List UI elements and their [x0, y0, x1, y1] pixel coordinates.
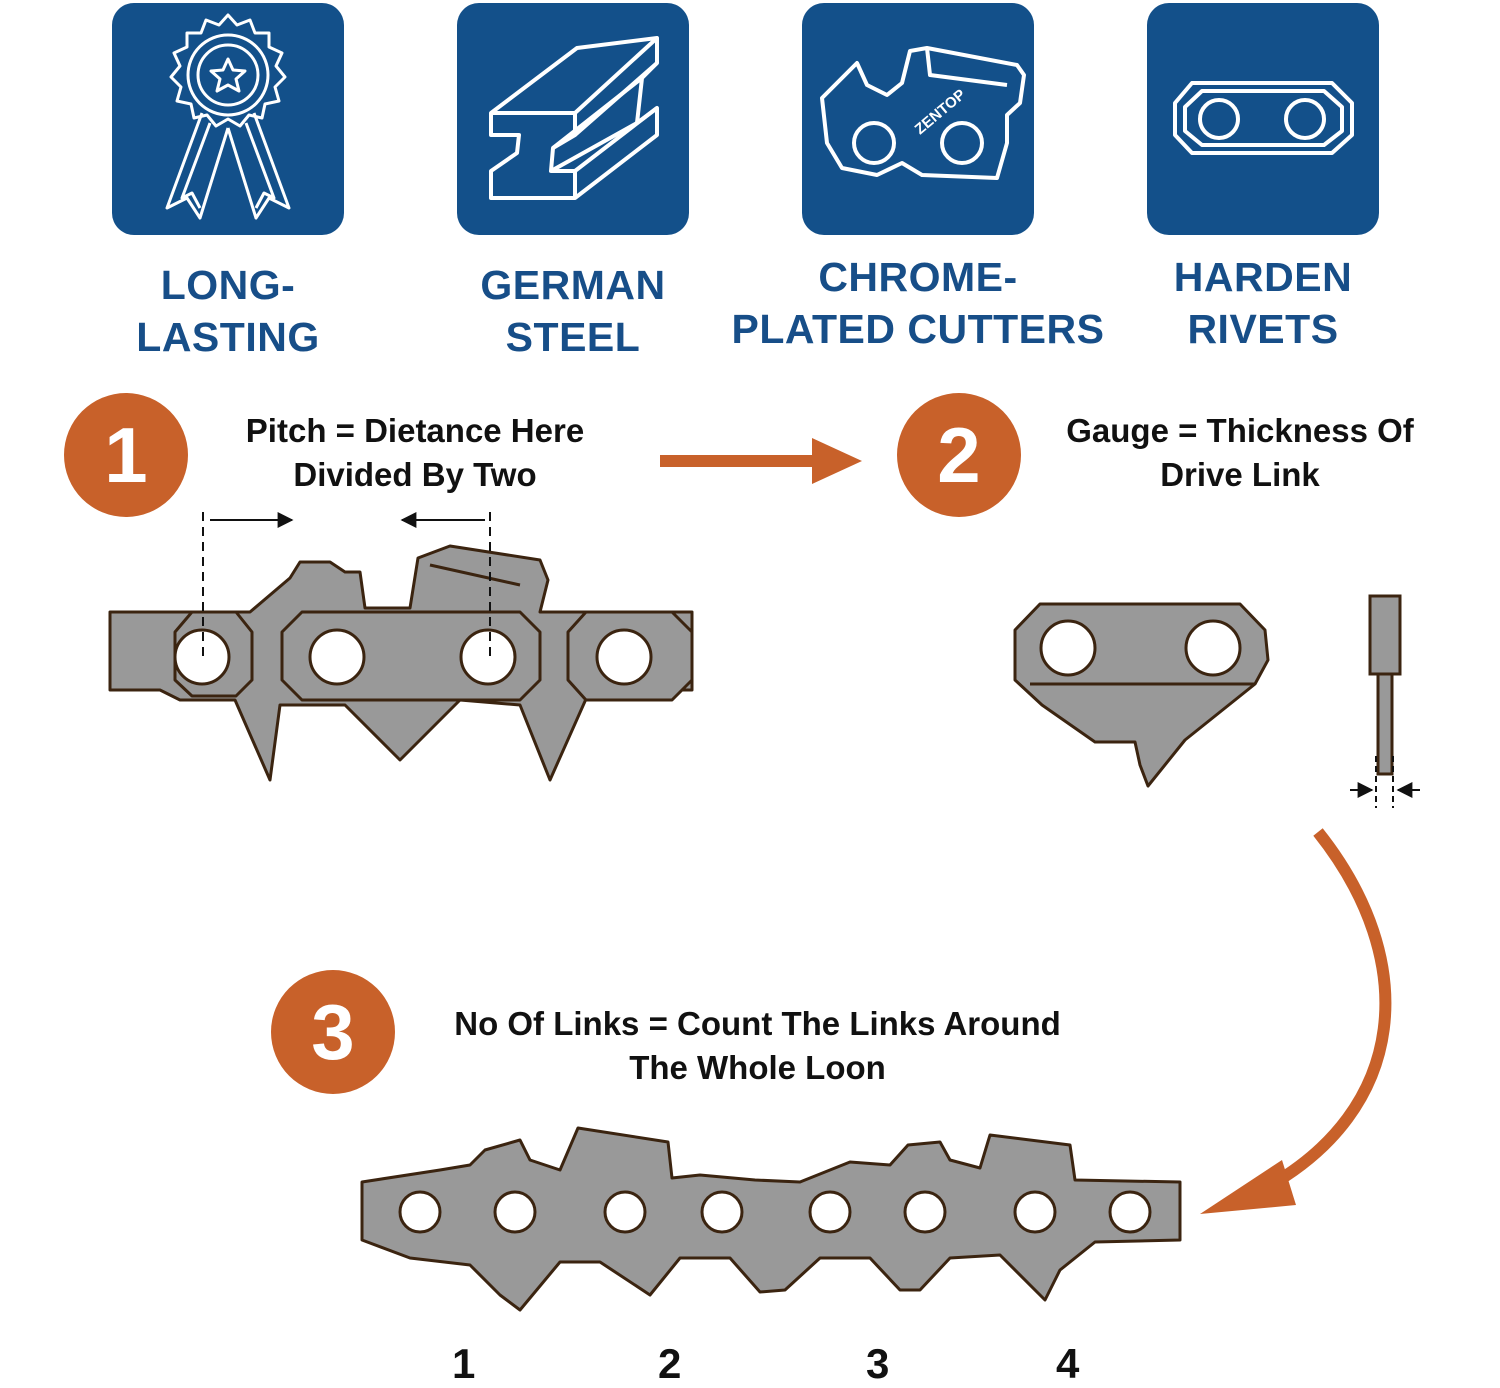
arrow-right-icon — [660, 438, 862, 484]
link-number-4: 4 — [1056, 1340, 1080, 1387]
award-ribbon-icon — [165, 13, 291, 220]
curved-arrow-icon — [1200, 828, 1392, 1214]
feature-label-line2: LASTING — [136, 314, 320, 360]
feature-label-line1: HARDEN — [1173, 254, 1353, 300]
step-caption-line2: The Whole Loon — [629, 1049, 886, 1086]
feature-box-chrome-plated-cutters: ZENTOP — [802, 3, 1034, 235]
gauge-measure-lines — [1350, 756, 1420, 808]
step-caption-line2: Divided By Two — [293, 456, 537, 493]
link-number-3: 3 — [866, 1340, 890, 1387]
feature-label-line1: CHROME- — [818, 254, 1018, 300]
feature-box-german-steel — [457, 3, 689, 235]
feature-label-long-lasting: LONG- LASTING — [48, 259, 408, 363]
pitch-chain-illustration — [108, 544, 694, 782]
steel-beam-icon — [489, 36, 659, 200]
feature-box-long-lasting — [112, 3, 344, 235]
feature-box-harden-rivets — [1147, 3, 1379, 235]
feature-label-line2: RIVETS — [1187, 306, 1339, 352]
step-badge-2: 2 — [897, 393, 1021, 517]
step-badge-3: 3 — [271, 970, 395, 1094]
step-caption-line1: Gauge = Thickness Of — [1066, 412, 1414, 449]
feature-label-line1: LONG- — [160, 262, 296, 308]
step-caption-3: No Of Links = Count The Links Around The… — [410, 1002, 1105, 1090]
feature-label-chrome-plated-cutters: CHROME- PLATED CUTTERS — [718, 251, 1118, 355]
feature-label-german-steel: GERMAN STEEL — [393, 259, 753, 363]
feature-label-line2: PLATED CUTTERS — [731, 306, 1105, 352]
rivet-link-icon — [1173, 81, 1354, 155]
step-caption-line1: Pitch = Dietance Here — [245, 412, 585, 449]
step-caption-line1: No Of Links = Count The Links Around — [454, 1005, 1061, 1042]
pitch-measure-lines — [202, 512, 491, 657]
count-chain-illustration — [360, 1126, 1182, 1312]
step-caption-1: Pitch = Dietance Here Divided By Two — [210, 409, 620, 497]
feature-label-harden-rivets: HARDEN RIVETS — [1083, 251, 1443, 355]
feature-label-line2: STEEL — [505, 314, 641, 360]
step-caption-line2: Drive Link — [1160, 456, 1320, 493]
drive-link-illustration — [1013, 602, 1270, 788]
drive-link-thickness-view — [1368, 594, 1402, 776]
feature-label-line1: GERMAN — [480, 262, 666, 308]
link-number-1: 1 — [452, 1340, 476, 1387]
cutter-link-icon: ZENTOP — [820, 46, 1026, 180]
step-badge-1: 1 — [64, 393, 188, 517]
step-caption-2: Gauge = Thickness Of Drive Link — [1035, 409, 1445, 497]
link-number-2: 2 — [658, 1340, 682, 1387]
